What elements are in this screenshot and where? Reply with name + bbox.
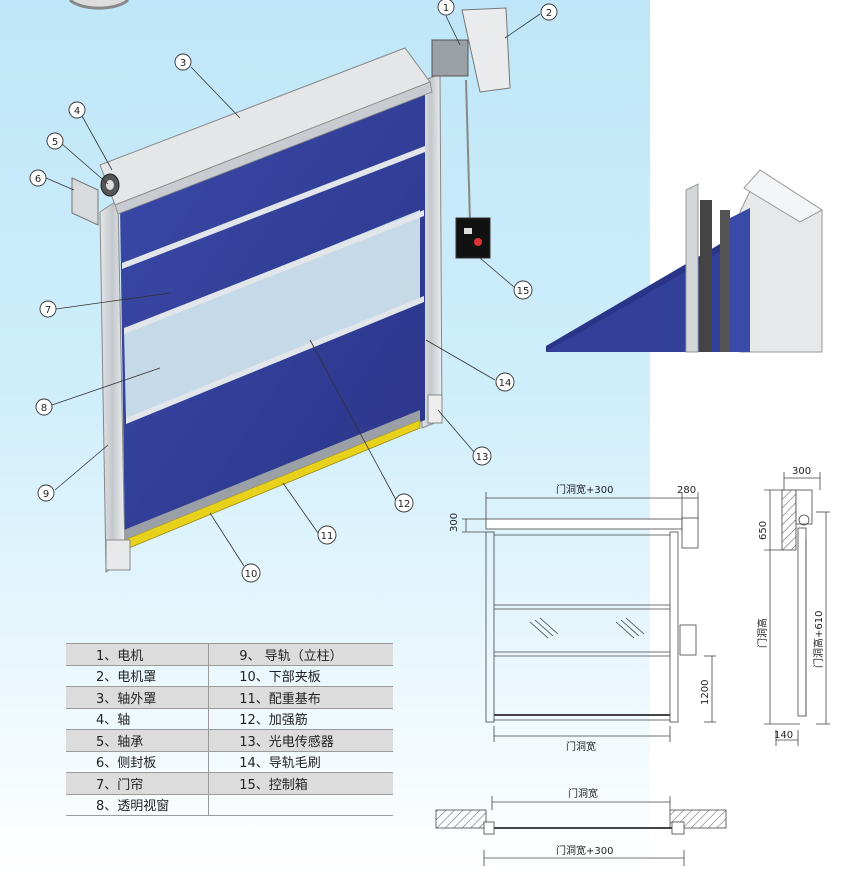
part-cell: 12、加强筋 (208, 708, 393, 730)
plan-section (435, 796, 727, 866)
part-cell: 8、透明视窗 (66, 794, 209, 816)
callout-6 (29, 169, 47, 187)
callout-3-label: 3 (180, 58, 186, 69)
callout-10 (241, 563, 261, 583)
part-cell: 5、轴承 (66, 729, 209, 752)
callout-4 (68, 101, 86, 119)
callout-12 (394, 493, 414, 513)
door-3d (71, 7, 511, 573)
strip-a (122, 146, 425, 269)
rail-detail (546, 169, 823, 353)
part-cell: 2、电机罩 (66, 665, 209, 687)
callout-15-label: 15 (517, 286, 530, 297)
dim-front-width-plus: 门洞宽+300 (556, 483, 613, 496)
part-cell: 14、导轨毛刷 (208, 751, 393, 773)
callout-14 (495, 372, 515, 392)
window (124, 210, 420, 420)
part-cell (208, 794, 393, 816)
callout-4-label: 4 (74, 106, 80, 117)
callout-7-label: 7 (45, 305, 51, 316)
part-cell: 6、侧封板 (66, 751, 209, 773)
callout-11 (317, 525, 337, 545)
logo-fragment (68, 0, 130, 10)
photo-sensor (427, 394, 443, 424)
part-cell: 11、配重基布 (208, 686, 393, 709)
callout-1 (437, 0, 455, 16)
callout-15 (513, 280, 533, 300)
callout-8-label: 8 (41, 403, 47, 414)
part-cell: 9、 导轨（立柱） (208, 643, 393, 666)
dim-side-top-height: 650 (758, 521, 769, 540)
callout-6-label: 6 (35, 174, 41, 185)
side-plate (71, 177, 99, 226)
dim-side-top-width: 300 (792, 466, 811, 477)
part-cell: 1、电机 (66, 643, 209, 666)
callout-circles (29, 0, 558, 583)
callout-5-label: 5 (52, 137, 58, 148)
dim-side-opening-height: 门洞高 (756, 618, 769, 648)
part-cell: 7、门帘 (66, 772, 209, 795)
detail-brush-left (700, 200, 712, 352)
callouts (45, 13, 541, 567)
dim-plan-opening-width: 门洞宽 (568, 787, 598, 800)
part-cell: 3、轴外罩 (66, 686, 209, 709)
bottom-clamp (124, 410, 420, 540)
callout-10-label: 10 (245, 569, 258, 580)
callout-2-label: 2 (546, 8, 552, 19)
callout-2 (540, 3, 558, 21)
strip-c (126, 296, 424, 424)
callout-7 (39, 300, 57, 318)
control-box (455, 217, 491, 259)
callout-8 (35, 398, 53, 416)
part-cell: 10、下部夹板 (208, 665, 393, 687)
dim-side-bottom-width: 140 (774, 730, 793, 741)
parts-row: 8、透明视窗 (66, 794, 393, 816)
detail-brush-right (720, 210, 730, 352)
callout-11-label: 11 (321, 531, 334, 542)
callout-1-label: 1 (443, 3, 449, 14)
part-cell: 15、控制箱 (208, 772, 393, 795)
callout-12-label: 12 (398, 499, 411, 510)
callout-13-label: 13 (476, 452, 489, 463)
callout-5 (46, 132, 64, 150)
front-elevation (462, 492, 716, 742)
part-cell: 13、光电传感器 (208, 729, 393, 752)
callout-9-label: 9 (43, 489, 49, 500)
dim-side-total-height: 门洞高+610 (812, 611, 825, 668)
part-cell: 4、轴 (66, 708, 209, 730)
dim-sensor-height: 1200 (700, 680, 711, 705)
callout-3 (174, 53, 192, 71)
motor-cover (461, 7, 511, 93)
strip-b (124, 210, 424, 334)
dim-plan-total-width: 门洞宽+300 (556, 844, 613, 857)
dim-motor-width: 280 (677, 485, 696, 496)
dim-opening-width: 门洞宽 (566, 740, 596, 753)
motor (431, 39, 469, 77)
side-section (764, 472, 830, 746)
callout-14-label: 14 (499, 378, 512, 389)
callout-13 (472, 446, 492, 466)
dim-top-height: 300 (449, 513, 460, 532)
callout-9 (37, 484, 55, 502)
